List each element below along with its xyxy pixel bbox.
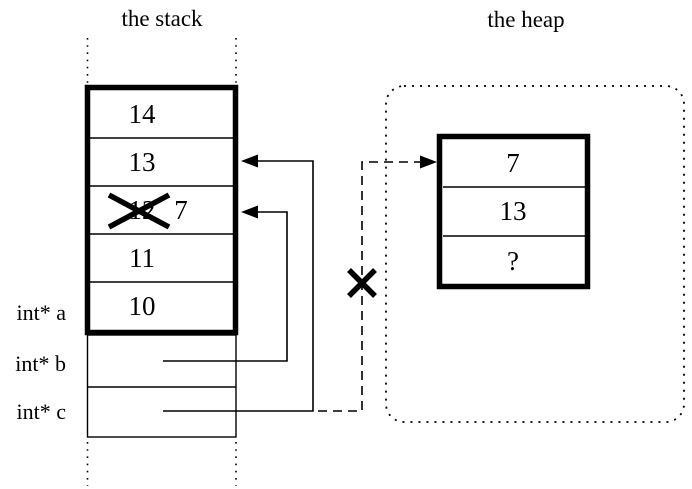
var-label-a: int* a [17,300,67,325]
pointer-c-arrowhead-icon [241,154,258,168]
stack-row-value: 10 [129,291,156,321]
heap-row-value: 13 [500,196,527,226]
dangling-heap-pointer-arrowhead-icon [420,155,437,169]
dangling-cross-icon [347,268,377,298]
pointer-c-line [163,160,314,412]
dangling-cross-stroke [347,268,377,298]
pointer-b-arrowhead-icon [241,205,258,219]
stack-row-new-value: 7 [174,195,188,225]
var-label-c: int* c [17,399,67,424]
pointer-b-line [163,211,288,362]
stack-row-value: 14 [129,99,157,129]
stack-frame-box [84,84,239,336]
stack-pointer-slots-box [86,334,237,438]
heap-region-outline [385,85,685,423]
heap-record-box [436,133,591,290]
var-label-b: int* b [15,351,66,376]
cross-out-icon [107,192,171,230]
heap-row-value: 7 [506,148,520,178]
stack-row-value: 11 [129,243,155,273]
stack-row-value: 13 [129,147,156,177]
stack-title: the stack [121,6,203,31]
heap-row-value: ? [507,246,519,276]
heap-title: the heap [487,7,564,32]
dangling-heap-pointer-line [318,161,421,412]
cross-out-stroke [107,192,171,230]
